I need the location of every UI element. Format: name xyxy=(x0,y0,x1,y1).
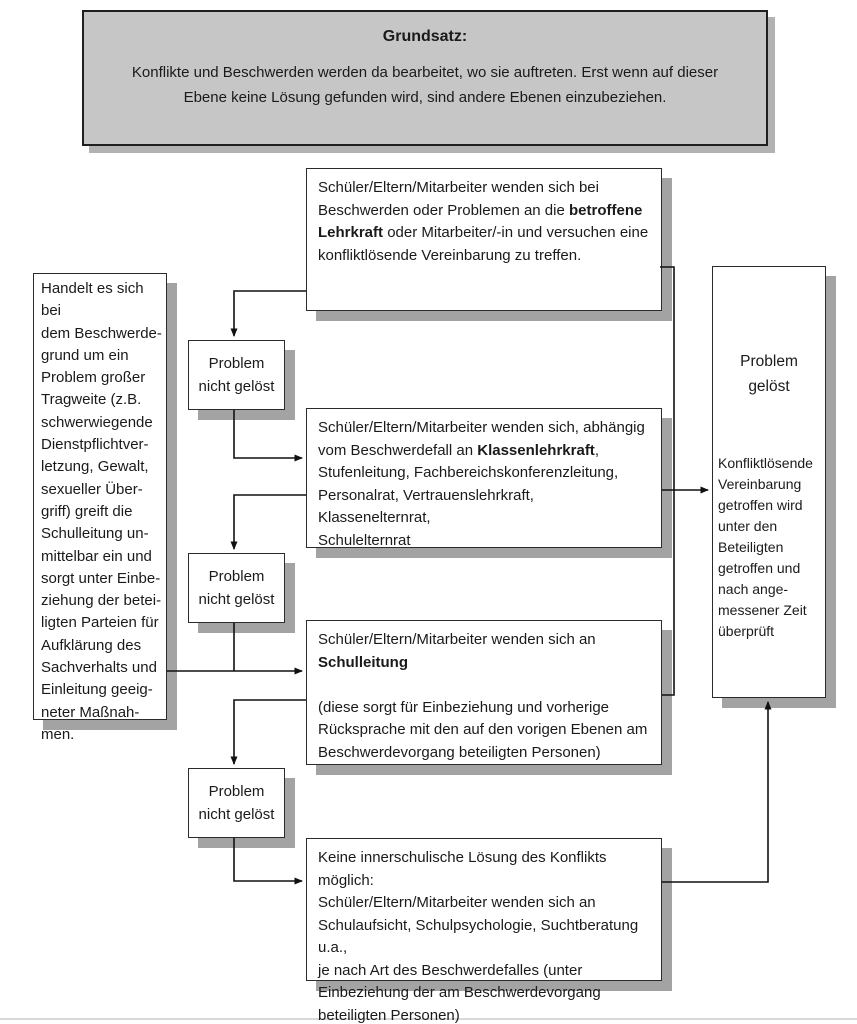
decision-1-box: Problem nicht gelöst xyxy=(188,340,285,410)
arrow-step2-to-decision2 xyxy=(230,494,306,550)
step-3-box: Schüler/Eltern/Mitarbeiter wenden sich a… xyxy=(306,620,662,765)
emergency-note-box: Handelt es sich bei dem Beschwerde- grun… xyxy=(33,273,167,743)
arrow-step4-to-solved xyxy=(662,701,772,883)
solved-title: Problem gelöst xyxy=(740,353,798,395)
decision-3-box: Problem nicht gelöst xyxy=(188,768,285,838)
principle-box: Grundsatz: Konflikte und Beschwerden wer… xyxy=(82,10,768,146)
step-2-box: Schüler/Eltern/Mitarbeiter wenden sich, … xyxy=(306,408,662,549)
arrow-decision3-to-step4 xyxy=(233,838,303,885)
arrow-step1-to-decision1 xyxy=(230,290,306,337)
step-1-box: Schüler/Eltern/Mitarbeiter wenden sich b… xyxy=(306,168,662,311)
arrow-decision1-to-step2 xyxy=(233,410,303,462)
solved-box: Problem gelöst Konfliktlösende Vereinbar… xyxy=(712,266,826,698)
step-4-box: Keine innerschulische Lösung des Konflik… xyxy=(306,838,662,1024)
principle-title: Grundsatz: xyxy=(382,28,468,45)
bottom-divider xyxy=(0,1018,857,1020)
solved-body: Konfliktlösende Vereinbarung getroffen w… xyxy=(718,455,813,639)
decision-2-box: Problem nicht gelöst xyxy=(188,553,285,623)
principle-body: Konflikte und Beschwerden werden da bear… xyxy=(131,64,719,106)
line-right-trunk xyxy=(660,266,675,696)
arrow-step3-to-decision3 xyxy=(230,699,306,765)
